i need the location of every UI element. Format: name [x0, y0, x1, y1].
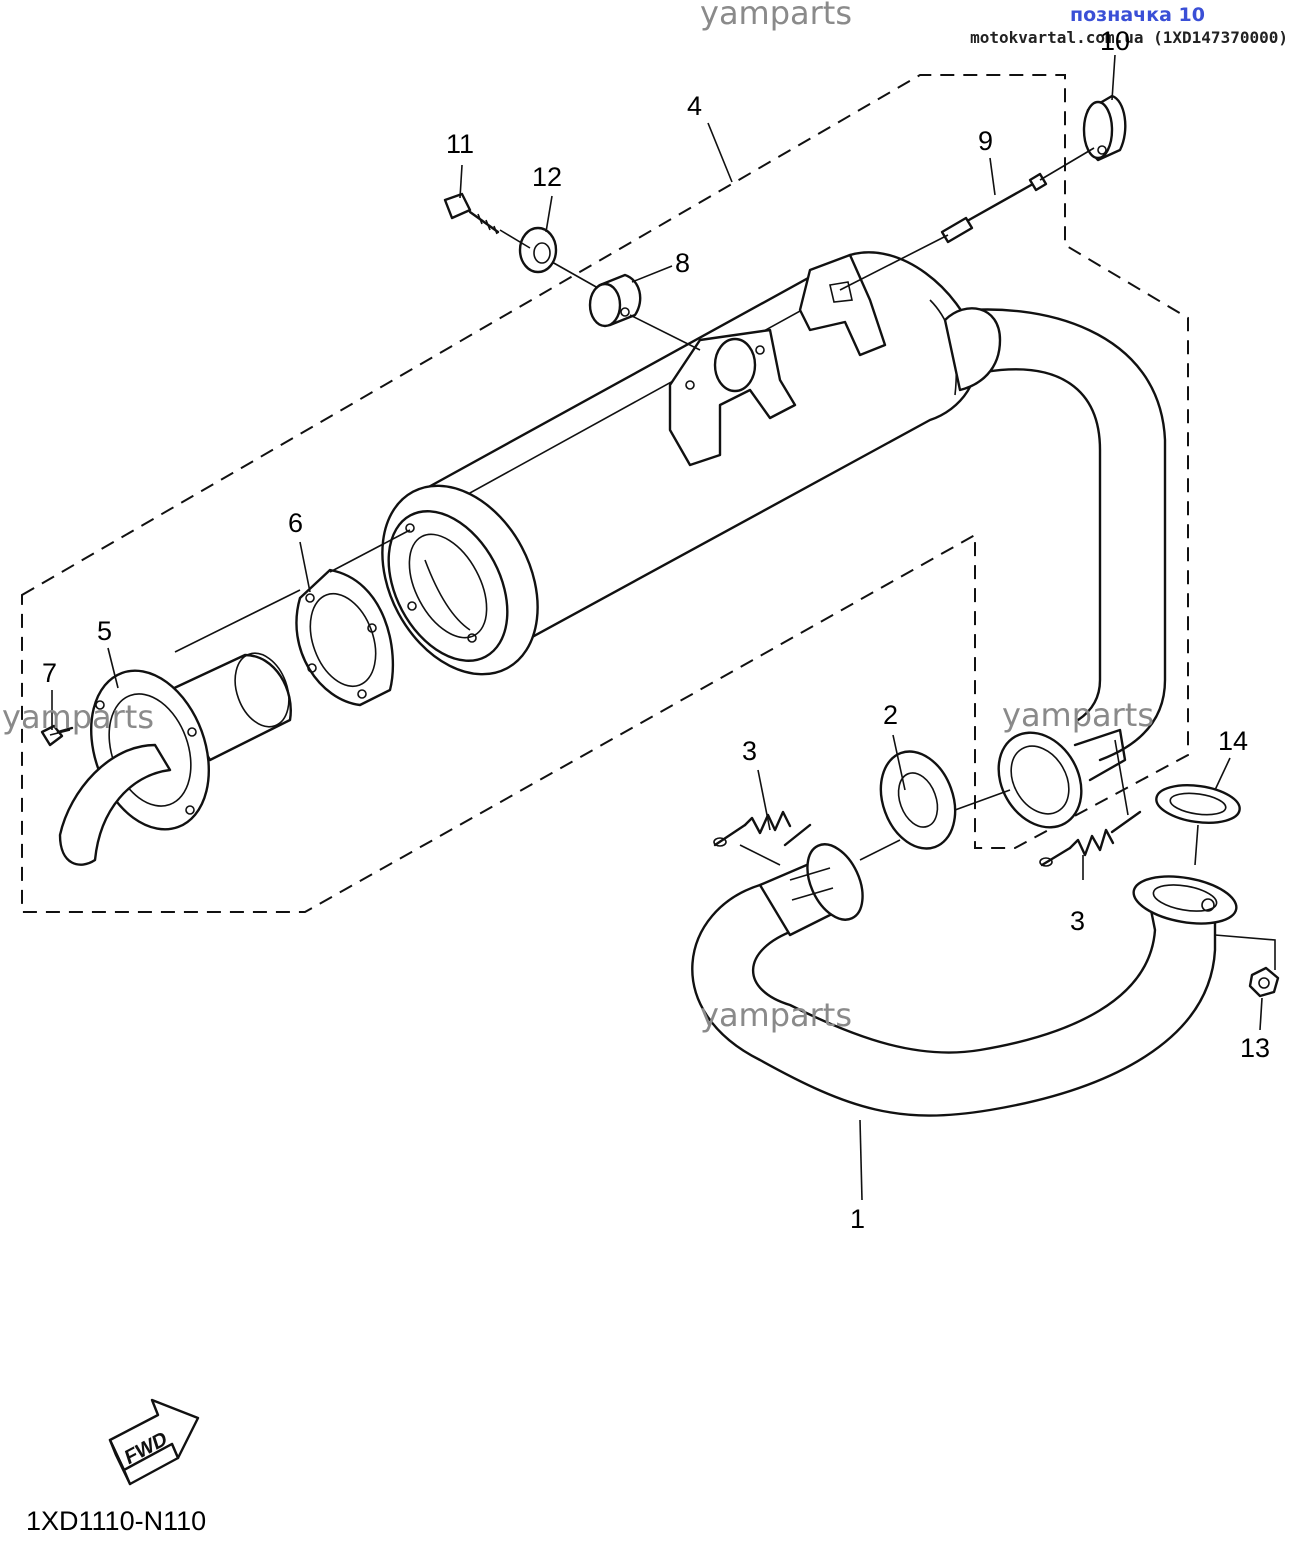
- callout-3b: 3: [1070, 906, 1085, 936]
- tail-pipe-5: [58, 652, 292, 866]
- callout-10: 10: [1100, 26, 1130, 56]
- callout-6: 6: [288, 508, 303, 538]
- callout-13: 13: [1240, 1033, 1270, 1063]
- nut-13: [1248, 966, 1280, 998]
- bolt-9: [940, 172, 1048, 244]
- spring-3b: [1039, 810, 1142, 867]
- spring-3a: [713, 810, 812, 847]
- callout-11: 11: [446, 129, 474, 159]
- alignment-lines: [49, 147, 1276, 970]
- callout-14: 14: [1218, 726, 1248, 756]
- gasket-6: [295, 568, 394, 707]
- muffler-body: [381, 251, 1002, 676]
- watermark-bottom: yamparts: [700, 996, 852, 1034]
- damper-8: [588, 273, 642, 328]
- callout-1: 1: [850, 1204, 865, 1234]
- gasket-2: [879, 750, 957, 850]
- bolt-7: [40, 724, 74, 747]
- callout-12: 12: [532, 162, 562, 192]
- gasket-14: [1155, 784, 1241, 824]
- callout-7: 7: [42, 658, 57, 688]
- exhaust-pipe: [691, 308, 1238, 1117]
- fwd-arrow-icon: FWD: [108, 1398, 200, 1486]
- callout-9: 9: [978, 126, 993, 156]
- part-tag-label: позначка 10: [1070, 4, 1205, 26]
- watermark-right: yamparts: [1002, 696, 1154, 734]
- watermark-top: yamparts: [700, 0, 853, 32]
- collar-12: [518, 226, 558, 274]
- callout-5: 5: [97, 616, 112, 646]
- diagram-code: 1XD1110-N110: [26, 1506, 207, 1536]
- muffler-assembly-outline: [21, 74, 1189, 913]
- callout-8: 8: [675, 248, 690, 278]
- callout-2: 2: [883, 700, 898, 730]
- watermark-left: yamparts: [2, 698, 154, 736]
- damper-10: [1082, 94, 1127, 162]
- leader-lines: [51, 54, 1263, 1201]
- callout-4: 4: [687, 91, 702, 121]
- site-reference: motokvartal.com.ua (1XD147370000): [970, 28, 1288, 47]
- bolt-11: [443, 192, 500, 235]
- callout-3a: 3: [742, 736, 757, 766]
